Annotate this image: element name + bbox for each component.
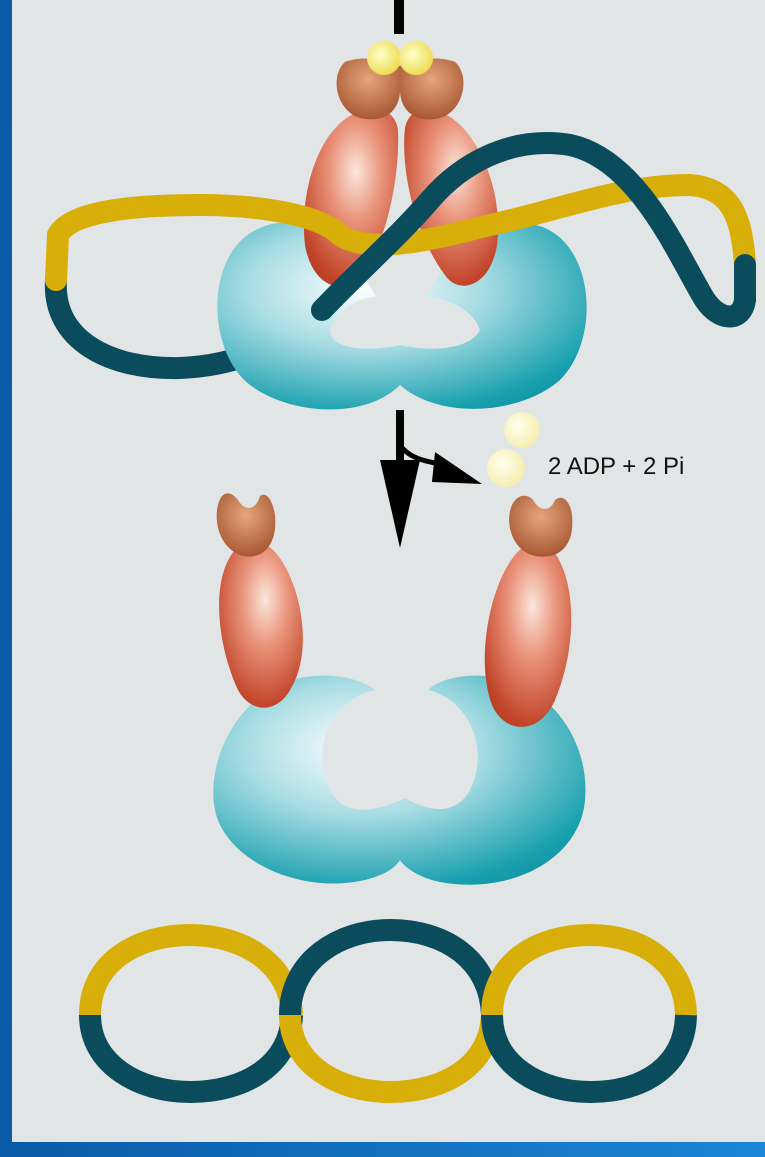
dna-ring-right-bottom [492,1015,686,1092]
subunit-a-right-open [485,542,572,727]
dna-ring-right-top [492,935,686,1015]
arrow-down-icon [380,460,420,548]
release-arrowhead-icon [432,452,482,484]
top-enzyme-complex [56,0,745,409]
dna-ring-left-bottom [90,1015,292,1092]
atp-sphere-icon [367,41,401,75]
atp-sphere-icon [399,41,433,75]
arrow-down-icon [394,0,404,34]
open-enzyme-complex [213,493,585,884]
product-label: 2 ADP + 2 Pi [548,453,684,480]
phosphate-icon [504,412,540,448]
atp-binding-cap-left [217,493,276,556]
dna-ring-left-top [90,935,292,1015]
phosphate-icon [487,449,525,487]
atp-binding-cap-right [509,496,572,557]
catenated-dna-rings [90,930,686,1092]
dna-ring-middle-bottom [290,1015,492,1092]
subunit-a-left-open [219,541,303,708]
dna-ring-middle-top [290,930,492,1015]
